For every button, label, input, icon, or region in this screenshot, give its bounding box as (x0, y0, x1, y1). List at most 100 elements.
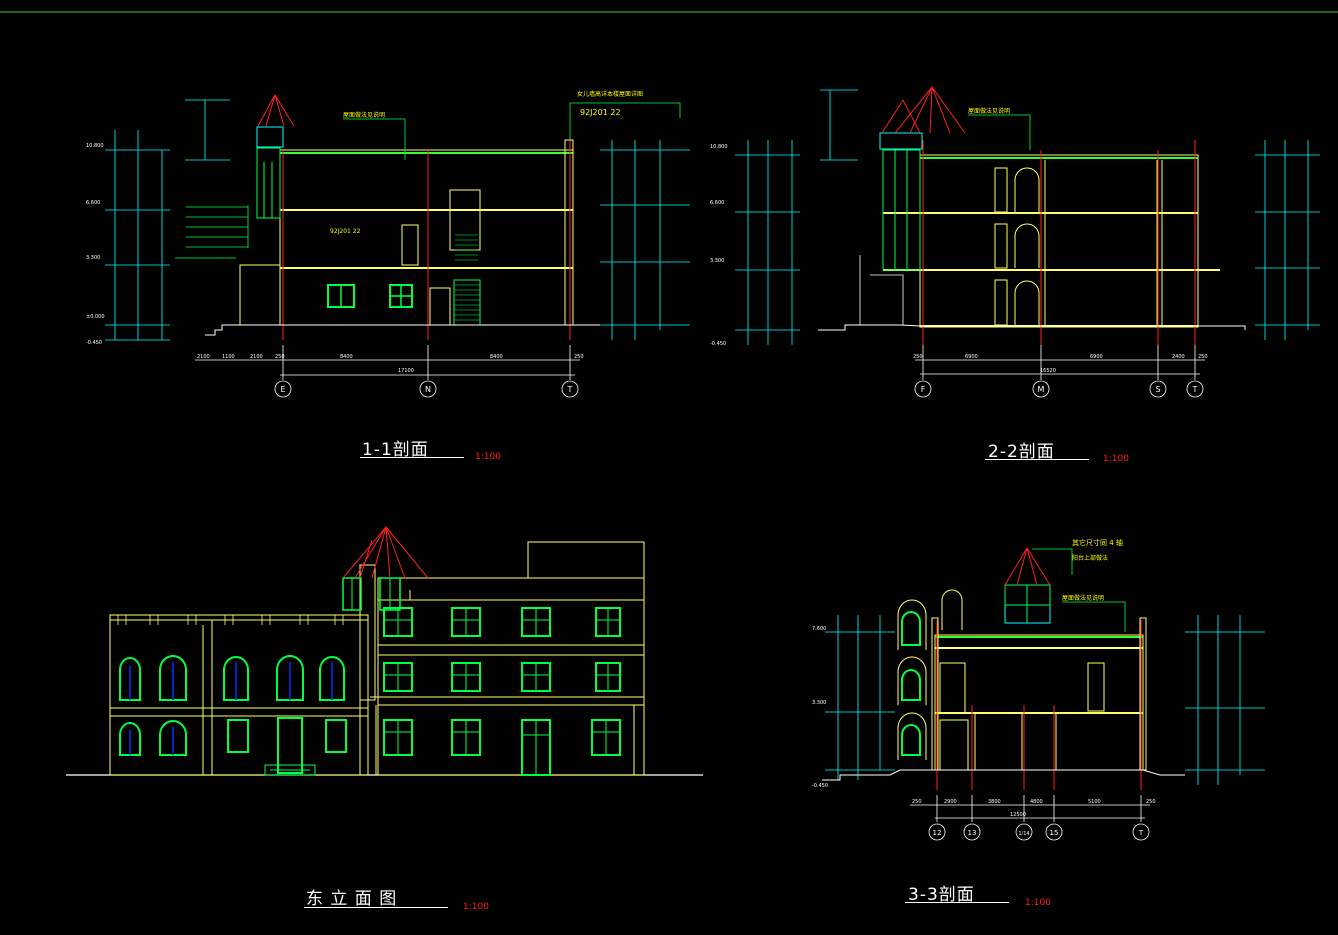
section-2-2-dim-span: 2400 (1172, 354, 1185, 360)
section-2-2-grid-bubbles (914, 380, 1204, 398)
section-3-3-note-leader (1032, 548, 1073, 575)
section-1-1-grid-axis: N (425, 385, 431, 394)
section-3-3-note-top: 其它尺寸同 4 轴 (1072, 538, 1123, 547)
section-3-3-left-dims (825, 615, 895, 780)
section-3-3-scale: 1:100 (1025, 898, 1051, 908)
section-3-3-title-underline (905, 902, 1009, 903)
section-3-3-note-roof: 屋面做法见说明 (1062, 594, 1104, 602)
section-3-3-dim-span: 4800 (1030, 799, 1043, 805)
section-1-1-dim-span: 2100 (197, 354, 210, 360)
section-2-2-porch (859, 255, 904, 326)
section-3-3-grid-axis: 1/14 (1018, 831, 1029, 837)
section-2-2-building (879, 132, 1220, 345)
section-1-1-dim-span: 8400 (340, 354, 353, 360)
section-1-1-ref-parapet: 92J201 22 (580, 108, 621, 117)
section-1-1-ground (205, 324, 600, 336)
section-1-1-dim-span: 8400 (490, 354, 503, 360)
section-1-1-dim-span: 250 (275, 354, 285, 360)
section-2-2-dim-span: 6900 (1090, 354, 1103, 360)
svg-text:6.600: 6.600 (86, 200, 100, 206)
section-1-1-drawing: 10.800 6.600 3.300 ±0.000 -0.450 (86, 90, 690, 398)
section-1-1-grid-bubbles (274, 380, 579, 398)
section-2-2-note-roof: 屋面做法见说明 (968, 107, 1010, 115)
east-elevation-drawing (66, 526, 703, 776)
section-2-2-left-dims (735, 89, 858, 345)
section-3-3-ground (822, 769, 1185, 781)
section-3-3-dim-span: 250 (1146, 799, 1156, 805)
section-2-2-dim-total: 16520 (1040, 368, 1056, 374)
section-1-1-grid-axis: T (567, 385, 573, 394)
section-1-1-grid-axis: E (280, 385, 285, 394)
section-2-2-grid-axis: M (1038, 385, 1045, 394)
section-3-3-building (897, 584, 1147, 790)
section-3-3-dim-span: 5100 (1088, 799, 1101, 805)
section-1-1-spire (257, 94, 295, 127)
section-3-3-level: 3.300 (812, 700, 826, 706)
east-elevation-scale: 1:100 (463, 902, 489, 912)
section-1-1-note-roof: 屋面做法见说明 (343, 111, 385, 119)
section-3-3-bottom-dims (910, 795, 1150, 822)
section-2-2-dim-span: 250 (913, 354, 923, 360)
svg-text:-0.450: -0.450 (86, 340, 102, 346)
section-2-2-level: -0.450 (710, 341, 726, 347)
section-1-1-title: 1-1剖面 (362, 440, 429, 460)
section-1-1-right-dims (600, 140, 690, 340)
east-elevation-right-wing (342, 541, 645, 776)
section-1-1-building (239, 126, 574, 340)
section-1-1-dim-span: 250 (574, 354, 584, 360)
section-2-2-right-dims (1255, 140, 1320, 340)
section-2-2-note-leader (968, 114, 1031, 150)
section-2-2-scale: 1:100 (1103, 454, 1129, 464)
section-2-2-grid-axis: F (921, 385, 926, 394)
section-3-3-grid-axis: 12 (933, 829, 942, 837)
section-2-2-level: 6.600 (710, 200, 724, 206)
section-1-1-dim-span: 2100 (250, 354, 263, 360)
section-2-2-title: 2-2剖面 (988, 442, 1055, 462)
section-3-3-drawing: 7.600 3.300 -0.450 (812, 538, 1265, 841)
section-3-3-grid-bubbles (928, 823, 1150, 841)
section-1-1-left-dims (105, 99, 230, 341)
section-3-3-grid-axis: 13 (968, 829, 977, 837)
section-3-3-grid-axis: T (1138, 829, 1144, 837)
section-3-3-dim-total: 12500 (1010, 812, 1026, 818)
section-1-1-scale: 1:100 (475, 452, 501, 462)
section-2-2-level: 10.800 (710, 144, 728, 150)
east-elevation-title-underline (304, 907, 448, 908)
section-1-1-dim-span: 1100 (222, 354, 235, 360)
section-3-3-level: -0.450 (812, 783, 828, 789)
section-1-1-ref-leader (569, 102, 681, 140)
section-3-3-note-roof-leader (1062, 601, 1126, 632)
section-2-2-dim-span: 6900 (965, 354, 978, 360)
section-3-3-note-top2: 阳台上部做法 (1072, 554, 1108, 562)
section-2-2-title-underline (985, 459, 1089, 460)
section-2-2-drawing: 10.800 6.600 3.300 -0.450 (710, 86, 1320, 398)
svg-text:±0.000: ±0.000 (86, 314, 105, 320)
section-2-2-bottom-dims (915, 345, 1205, 380)
section-3-3-grid-axis: 15 (1050, 829, 1059, 837)
section-3-3-dim-span: 250 (912, 799, 922, 805)
section-1-1-ref-mid: 92J201 22 (330, 228, 361, 235)
section-3-3-dim-span: 2900 (944, 799, 957, 805)
section-1-1-bottom-dims (195, 345, 580, 380)
section-2-2-level: 3.300 (710, 258, 724, 264)
east-elevation-title: 东 立 面 图 (306, 889, 398, 909)
section-1-1-level-labels: 10.800 6.600 3.300 ±0.000 -0.450 (86, 143, 105, 346)
section-1-1-title-underline (360, 457, 464, 458)
section-3-3-dim-span: 3800 (988, 799, 1001, 805)
section-1-1-dim-total: 17100 (398, 368, 414, 374)
section-3-3-level: 7.600 (812, 626, 826, 632)
section-3-3-spire (1004, 547, 1051, 586)
section-2-2-grid-axis: T (1192, 385, 1198, 394)
section-1-1-note-parapet: 女儿墙高详本楼屋面详图 (577, 90, 643, 98)
east-elevation-left-wing (109, 614, 635, 776)
svg-text:3.300: 3.300 (86, 255, 100, 261)
section-2-2-spire (881, 86, 966, 134)
section-3-3-right-dims (1185, 615, 1265, 785)
section-1-1-side-notes (175, 205, 249, 259)
svg-text:10.800: 10.800 (86, 143, 104, 149)
section-2-2-grid-axis: S (1155, 385, 1160, 394)
section-2-2-dim-span: 250 (1198, 354, 1208, 360)
east-elevation-spire (342, 526, 429, 579)
section-3-3-title: 3-3剖面 (908, 885, 975, 905)
